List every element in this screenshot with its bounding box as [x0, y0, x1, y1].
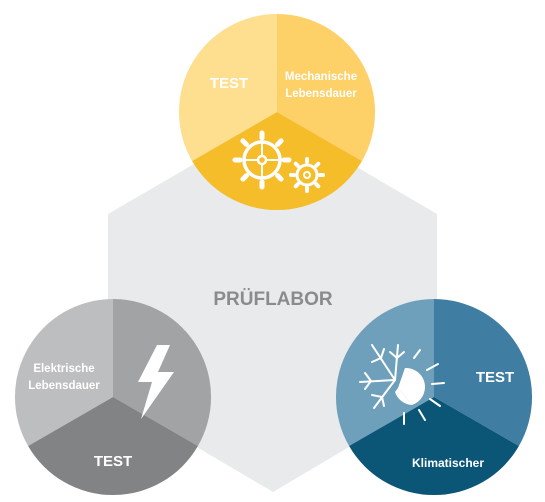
mechanical-type-label-line1: Mechanische — [285, 71, 357, 83]
climatic-circle: TEST Klimatischer — [335, 299, 533, 496]
electrical-segment-left — [14, 299, 113, 446]
electrical-test-label: TEST — [94, 453, 132, 470]
gears-icon — [232, 130, 325, 193]
climatic-test-label: TEST — [476, 369, 514, 386]
electrical-type-label-line1: Elektrische — [33, 363, 94, 375]
electrical-circle: Elektrische Lebensdauer TEST — [14, 299, 212, 496]
mechanical-segment-right — [277, 13, 376, 161]
climatic-segment-right — [434, 299, 533, 446]
climatic-segment-left — [335, 299, 434, 446]
mechanical-type-label-line2: Lebensdauer — [285, 88, 357, 100]
lightning-bolt-icon — [138, 345, 174, 419]
electrical-segment-bottom — [28, 397, 198, 496]
mechanical-test-label: TEST — [210, 75, 248, 92]
center-title: PRÜFLABOR — [213, 289, 333, 310]
mechanical-circle: TEST Mechanische Lebensdauer — [178, 13, 376, 211]
climatic-segment-bottom — [349, 397, 519, 496]
climatic-type-label: Klimatischer — [412, 456, 484, 470]
mechanical-segment-left — [178, 13, 277, 161]
electrical-type-label-line2: Lebensdauer — [28, 380, 100, 392]
snowflake-sun-icon — [359, 344, 445, 425]
